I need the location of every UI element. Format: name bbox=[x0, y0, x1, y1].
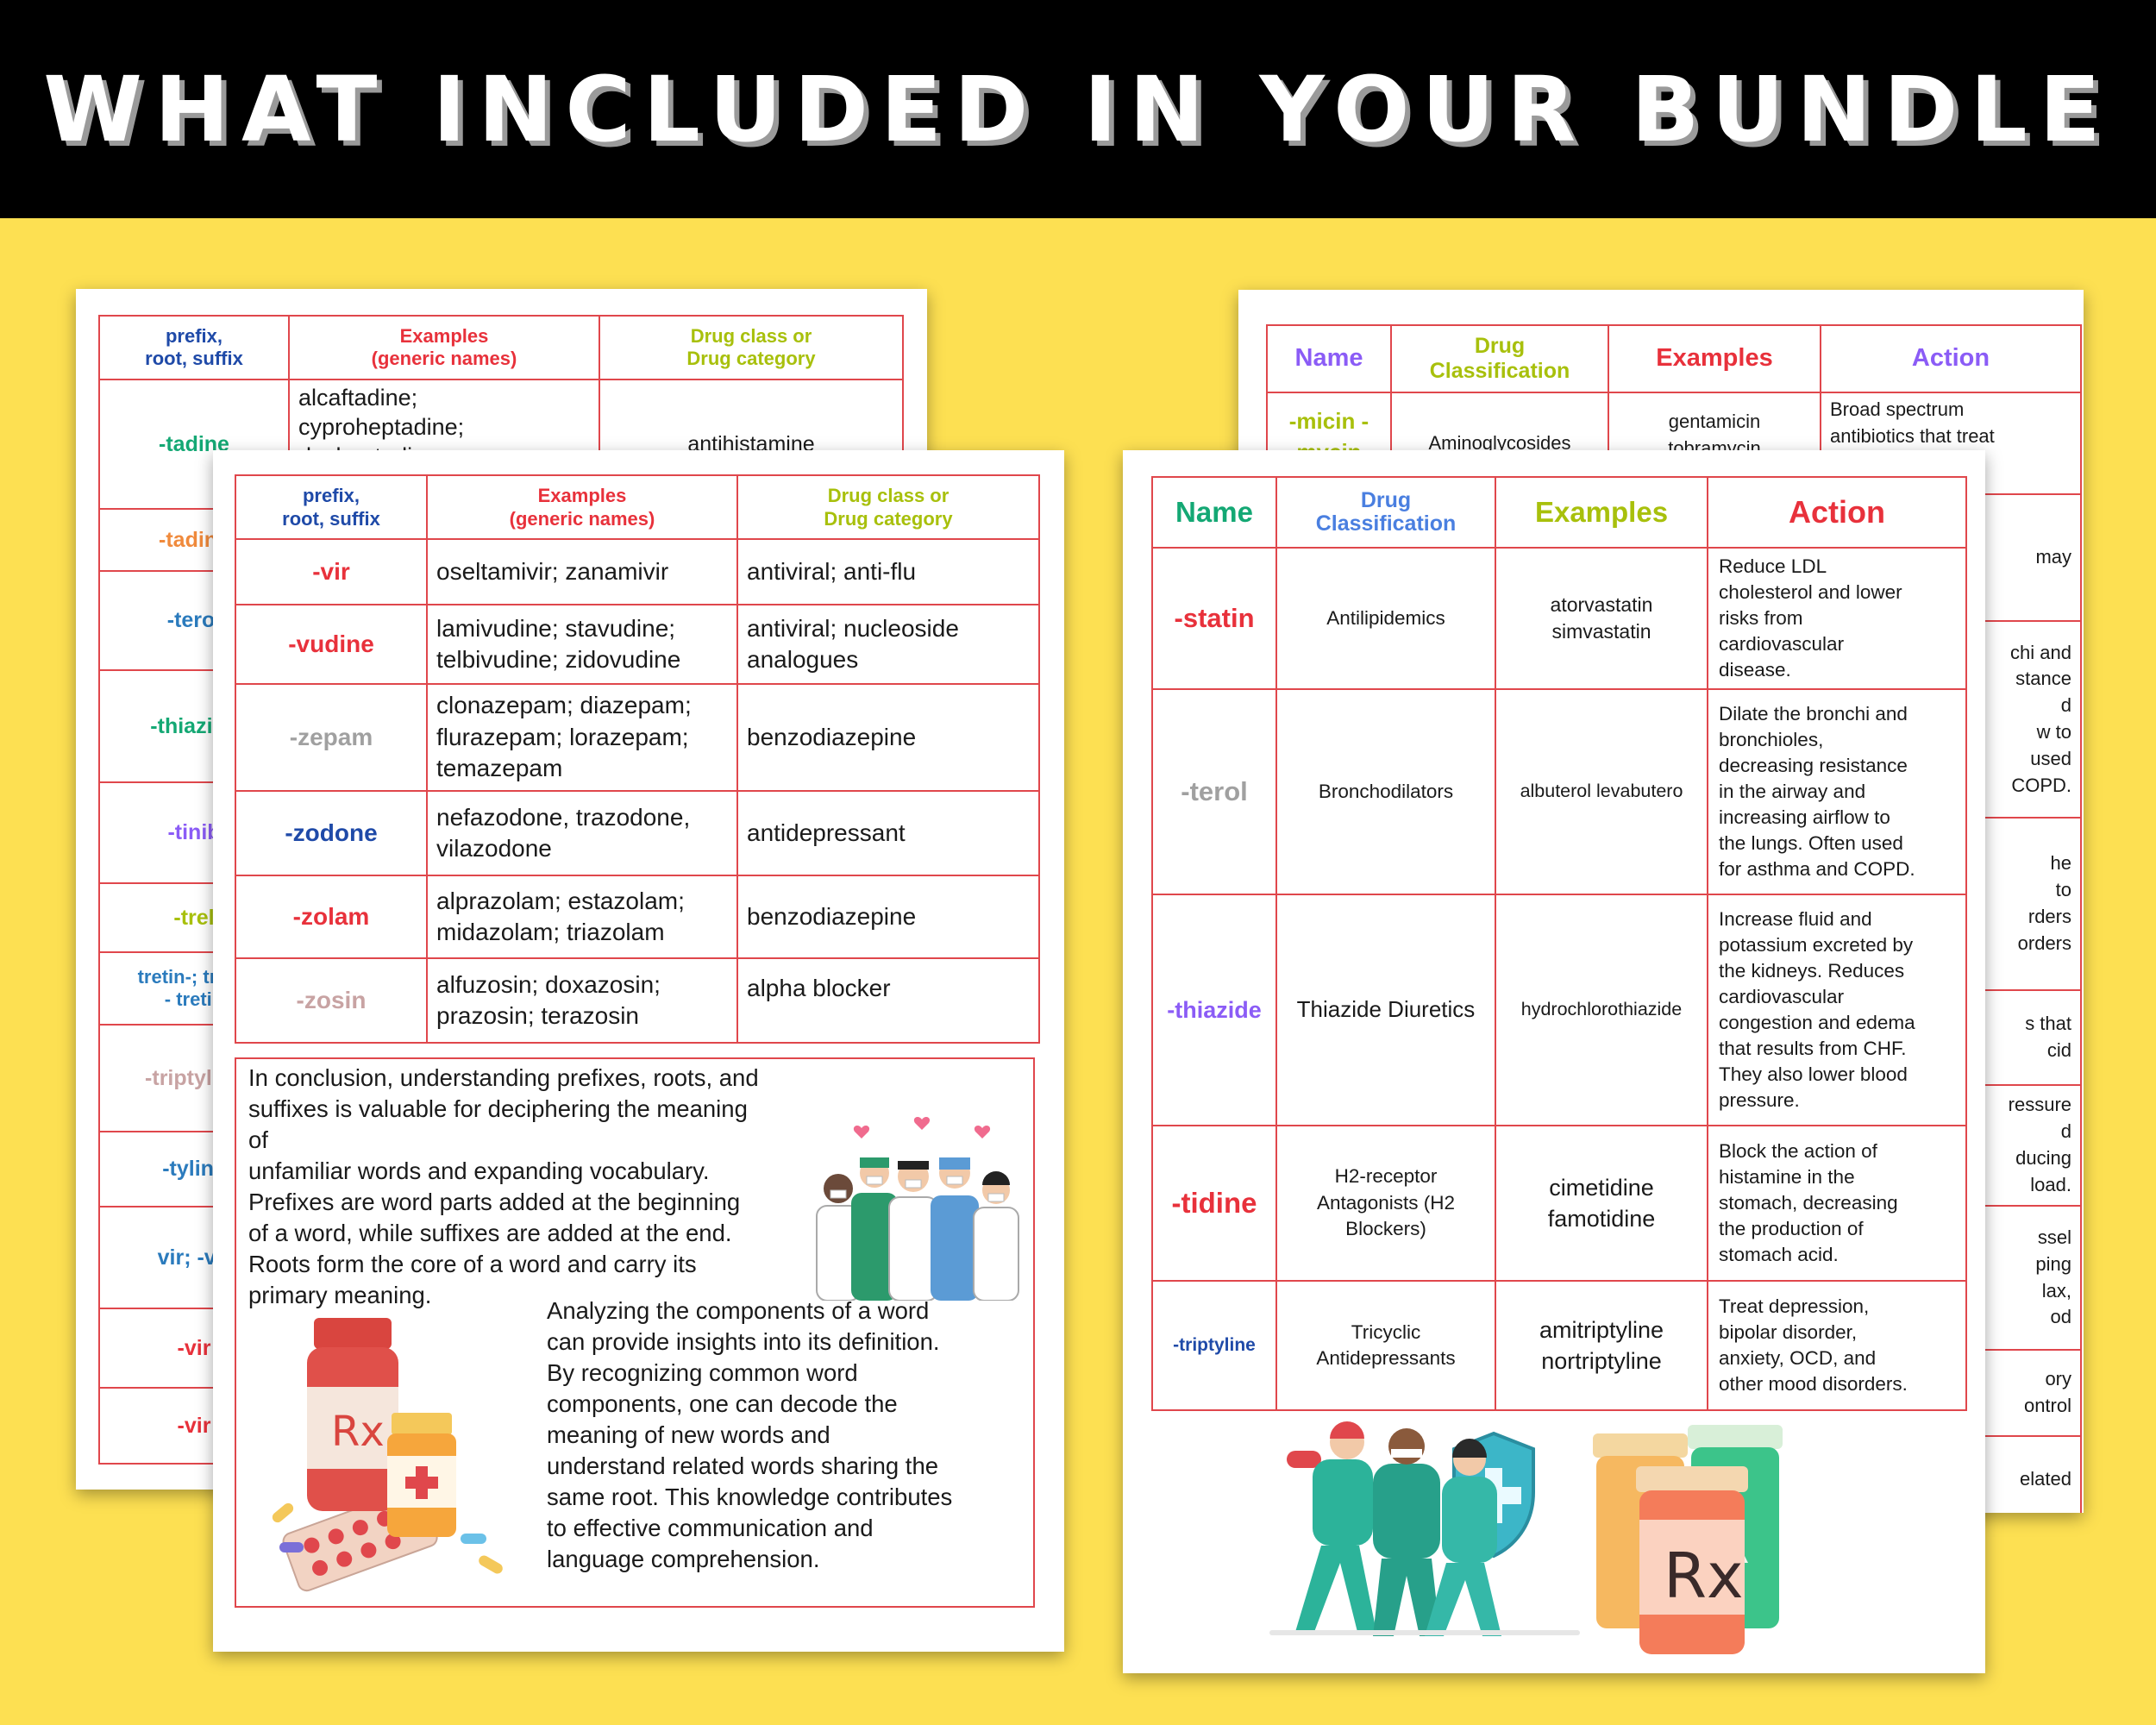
col-header-class: Drug class or Drug category bbox=[736, 474, 1040, 540]
examples-cell: amitriptyline nortriptyline bbox=[1495, 1280, 1708, 1411]
suffix-cell: -zolam bbox=[235, 875, 428, 959]
class-cell: antiviral; nucleoside analogues bbox=[736, 604, 1040, 685]
action-cell: Reduce LDL cholesterol and lower risks f… bbox=[1707, 547, 1967, 690]
table-row: -statin Antilipidemics atorvastatin simv… bbox=[1151, 547, 1967, 690]
examples-cell: albuterol levabutero bbox=[1495, 688, 1708, 895]
col-header-name: Name bbox=[1266, 324, 1392, 393]
classification-cell: Antilipidemics bbox=[1275, 547, 1496, 690]
classification-cell: Tricyclic Antidepressants bbox=[1275, 1280, 1496, 1411]
examples-cell: alprazolam; estazolam; midazolam; triazo… bbox=[426, 875, 738, 959]
col-header-examples: Examples bbox=[1495, 476, 1708, 549]
table-row: -vir oseltamivir; zanamivir antiviral; a… bbox=[235, 538, 1040, 605]
examples-cell: atorvastatin simvastatin bbox=[1495, 547, 1708, 690]
rx-label: Rx bbox=[1664, 1540, 1744, 1612]
classification-cell: Thiazide Diuretics bbox=[1275, 894, 1496, 1126]
col-header-action: Action bbox=[1707, 476, 1967, 549]
header-banner: WHAT INCLUDED IN YOUR BUNDLE bbox=[0, 0, 2156, 218]
prefix-table-front: prefix, root, suffix Examples (generic n… bbox=[235, 474, 1040, 1044]
col-header-examples: Examples (generic names) bbox=[426, 474, 738, 540]
action-cell: Treat depression, bipolar disorder, anxi… bbox=[1707, 1280, 1967, 1411]
action-cell: Increase fluid and potassium excreted by… bbox=[1707, 894, 1967, 1126]
col-header-class: Drug class or Drug category bbox=[599, 315, 904, 380]
banner-title: WHAT INCLUDED IN YOUR BUNDLE bbox=[43, 56, 2113, 162]
drug-table-front: Name Drug Classification Examples Action… bbox=[1151, 476, 1967, 1411]
examples-cell: cimetidine famotidine bbox=[1495, 1125, 1708, 1282]
col-header-action: Action bbox=[1820, 324, 2082, 393]
suffix-cell: -zodone bbox=[235, 790, 428, 876]
table-row: -zodone nefazodone, trazodone, vilazodon… bbox=[235, 790, 1040, 876]
class-cell: antidepressant bbox=[736, 790, 1040, 876]
table-row: -zepam clonazepam; diazepam; flurazepam;… bbox=[235, 683, 1040, 792]
examples-cell: hydrochlorothiazide bbox=[1495, 894, 1708, 1126]
suffix-cell: -vir bbox=[235, 538, 428, 605]
col-header-examples: Examples (generic names) bbox=[288, 315, 600, 380]
name-cell: -thiazide bbox=[1151, 894, 1277, 1126]
table-row: -thiazide Thiazide Diuretics hydrochloro… bbox=[1151, 894, 1967, 1126]
action-cell: Block the action of histamine in the sto… bbox=[1707, 1125, 1967, 1282]
name-cell: -tidine bbox=[1151, 1125, 1277, 1282]
page-prefix-table-front: prefix, root, suffix Examples (generic n… bbox=[213, 450, 1064, 1652]
table-row: -zosin alfuzosin; doxazosin; prazosin; t… bbox=[235, 957, 1040, 1044]
class-cell: alpha blocker bbox=[736, 957, 1040, 1044]
class-cell: benzodiazepine bbox=[736, 875, 1040, 959]
col-header-classification: Drug Classification bbox=[1390, 324, 1609, 393]
name-cell: -statin bbox=[1151, 547, 1277, 690]
class-cell: antiviral; anti-flu bbox=[736, 538, 1040, 605]
col-header-prefix: prefix, root, suffix bbox=[235, 474, 428, 540]
col-header-classification: Drug Classification bbox=[1275, 476, 1496, 549]
suffix-cell: -zosin bbox=[235, 957, 428, 1044]
medical-staff-illustration bbox=[816, 1117, 1019, 1301]
examples-cell: clonazepam; diazepam; flurazepam; loraze… bbox=[426, 683, 738, 792]
table-row: -triptyline Tricyclic Antidepressants am… bbox=[1151, 1280, 1967, 1411]
name-cell: -terol bbox=[1151, 688, 1277, 895]
table-row: -zolam alprazolam; estazolam; midazolam;… bbox=[235, 875, 1040, 959]
class-cell: benzodiazepine bbox=[736, 683, 1040, 792]
col-header-examples: Examples bbox=[1608, 324, 1821, 393]
suffix-cell: -vudine bbox=[235, 604, 428, 685]
classification-cell: H2-receptor Antagonists (H2 Blockers) bbox=[1275, 1125, 1496, 1282]
conclusion-box: In conclusion, understanding prefixes, r… bbox=[235, 1057, 1035, 1608]
rx-label: Rx bbox=[331, 1408, 385, 1456]
table-row: -tidine H2-receptor Antagonists (H2 Bloc… bbox=[1151, 1125, 1967, 1282]
medical-team-illustration bbox=[1269, 1421, 1580, 1636]
suffix-cell: -zepam bbox=[235, 683, 428, 792]
col-header-prefix: prefix, root, suffix bbox=[98, 315, 290, 380]
table-row: -terol Bronchodilators albuterol levabut… bbox=[1151, 688, 1967, 895]
medicine-bottles-illustration: Rx bbox=[272, 1318, 503, 1592]
examples-cell: lamivudine; stavudine; telbivudine; zido… bbox=[426, 604, 738, 685]
examples-cell: nefazodone, trazodone, vilazodone bbox=[426, 790, 738, 876]
examples-cell: alfuzosin; doxazosin; prazosin; terazosi… bbox=[426, 957, 738, 1044]
conclusion-text-1: In conclusion, understanding prefixes, r… bbox=[248, 1064, 759, 1308]
classification-cell: Bronchodilators bbox=[1275, 688, 1496, 895]
name-cell: -triptyline bbox=[1151, 1280, 1277, 1411]
table-row: -vudine lamivudine; stavudine; telbivudi… bbox=[235, 604, 1040, 685]
page-drug-table-front: Name Drug Classification Examples Action… bbox=[1123, 450, 1985, 1673]
col-header-name: Name bbox=[1151, 476, 1277, 549]
conclusion-text-2: Analyzing the components of a word can p… bbox=[547, 1297, 953, 1572]
action-cell: Dilate the bronchi and bronchioles, decr… bbox=[1707, 688, 1967, 895]
examples-cell: oseltamivir; zanamivir bbox=[426, 538, 738, 605]
rx-bottles-illustration: R Rx bbox=[1593, 1425, 1783, 1654]
